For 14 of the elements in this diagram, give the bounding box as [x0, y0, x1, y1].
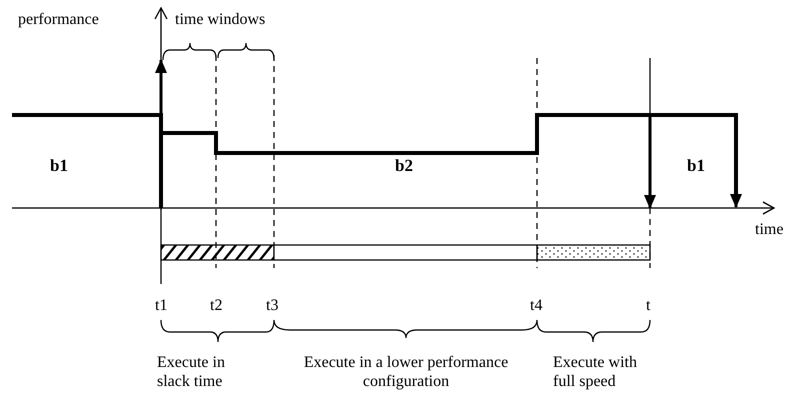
time-label: t — [646, 296, 650, 315]
time-label: t1 — [155, 296, 168, 315]
time-label: t4 — [530, 296, 542, 315]
phase-description: Execute with full speed — [553, 353, 638, 391]
axis-label: time — [755, 220, 784, 239]
region-label: b2 — [395, 156, 413, 175]
annotation-label: time windows — [175, 10, 266, 29]
region-label: b1 — [50, 156, 68, 175]
region-label: b1 — [687, 156, 705, 175]
phase-description: Execute in a lower performance configuration — [302, 353, 510, 391]
phase-description: Execute in slack time — [157, 353, 226, 391]
time-label: t3 — [266, 296, 278, 315]
axis-label: performance — [18, 10, 99, 29]
time-label: t2 — [210, 296, 222, 315]
